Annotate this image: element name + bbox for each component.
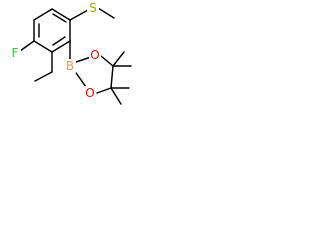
dioxaborolane-ring [73, 55, 114, 94]
ring-bond-4 [33, 40, 53, 53]
benzene-ring [33, 8, 71, 53]
oxygen-atom-top: O [89, 48, 101, 62]
ring-double-bond-2 [52, 36, 66, 46]
boron-atom: B [64, 59, 76, 73]
chemical-structure-diagram: S F B O O [10, 1, 132, 105]
boron-label: B [66, 59, 74, 73]
oxygen-label-bottom: O [85, 86, 94, 100]
carbon-carbon-bond [110, 65, 114, 89]
oxygen-carbon-bottom-bond [96, 87, 112, 94]
ring-bond-3 [51, 40, 71, 53]
sulfur-to-methyl-bond [97, 7, 115, 19]
oxygen-atom-bottom: O [84, 86, 96, 100]
fluorine-atom: F [10, 46, 21, 60]
ring-double-bond-1 [52, 13, 67, 23]
oxygen-carbon-top-bond [100, 55, 114, 67]
fluorine-label: F [12, 46, 19, 60]
sulfur-atom: S [87, 1, 99, 15]
ring-to-sulfur-bond [69, 9, 89, 21]
ring-bond-1 [51, 8, 71, 21]
bottom-carbon-methyl-down-bond [110, 87, 122, 105]
ring-bond-6 [33, 8, 53, 21]
sulfur-label: S [89, 1, 97, 15]
ring-to-fluorine-bond [19, 40, 35, 52]
boron-oxygen-top-bond [75, 56, 92, 63]
oxygen-label-top: O [90, 48, 99, 62]
top-carbon-methyl-up-bond [112, 51, 125, 67]
methyl-stub-bond [34, 71, 53, 82]
